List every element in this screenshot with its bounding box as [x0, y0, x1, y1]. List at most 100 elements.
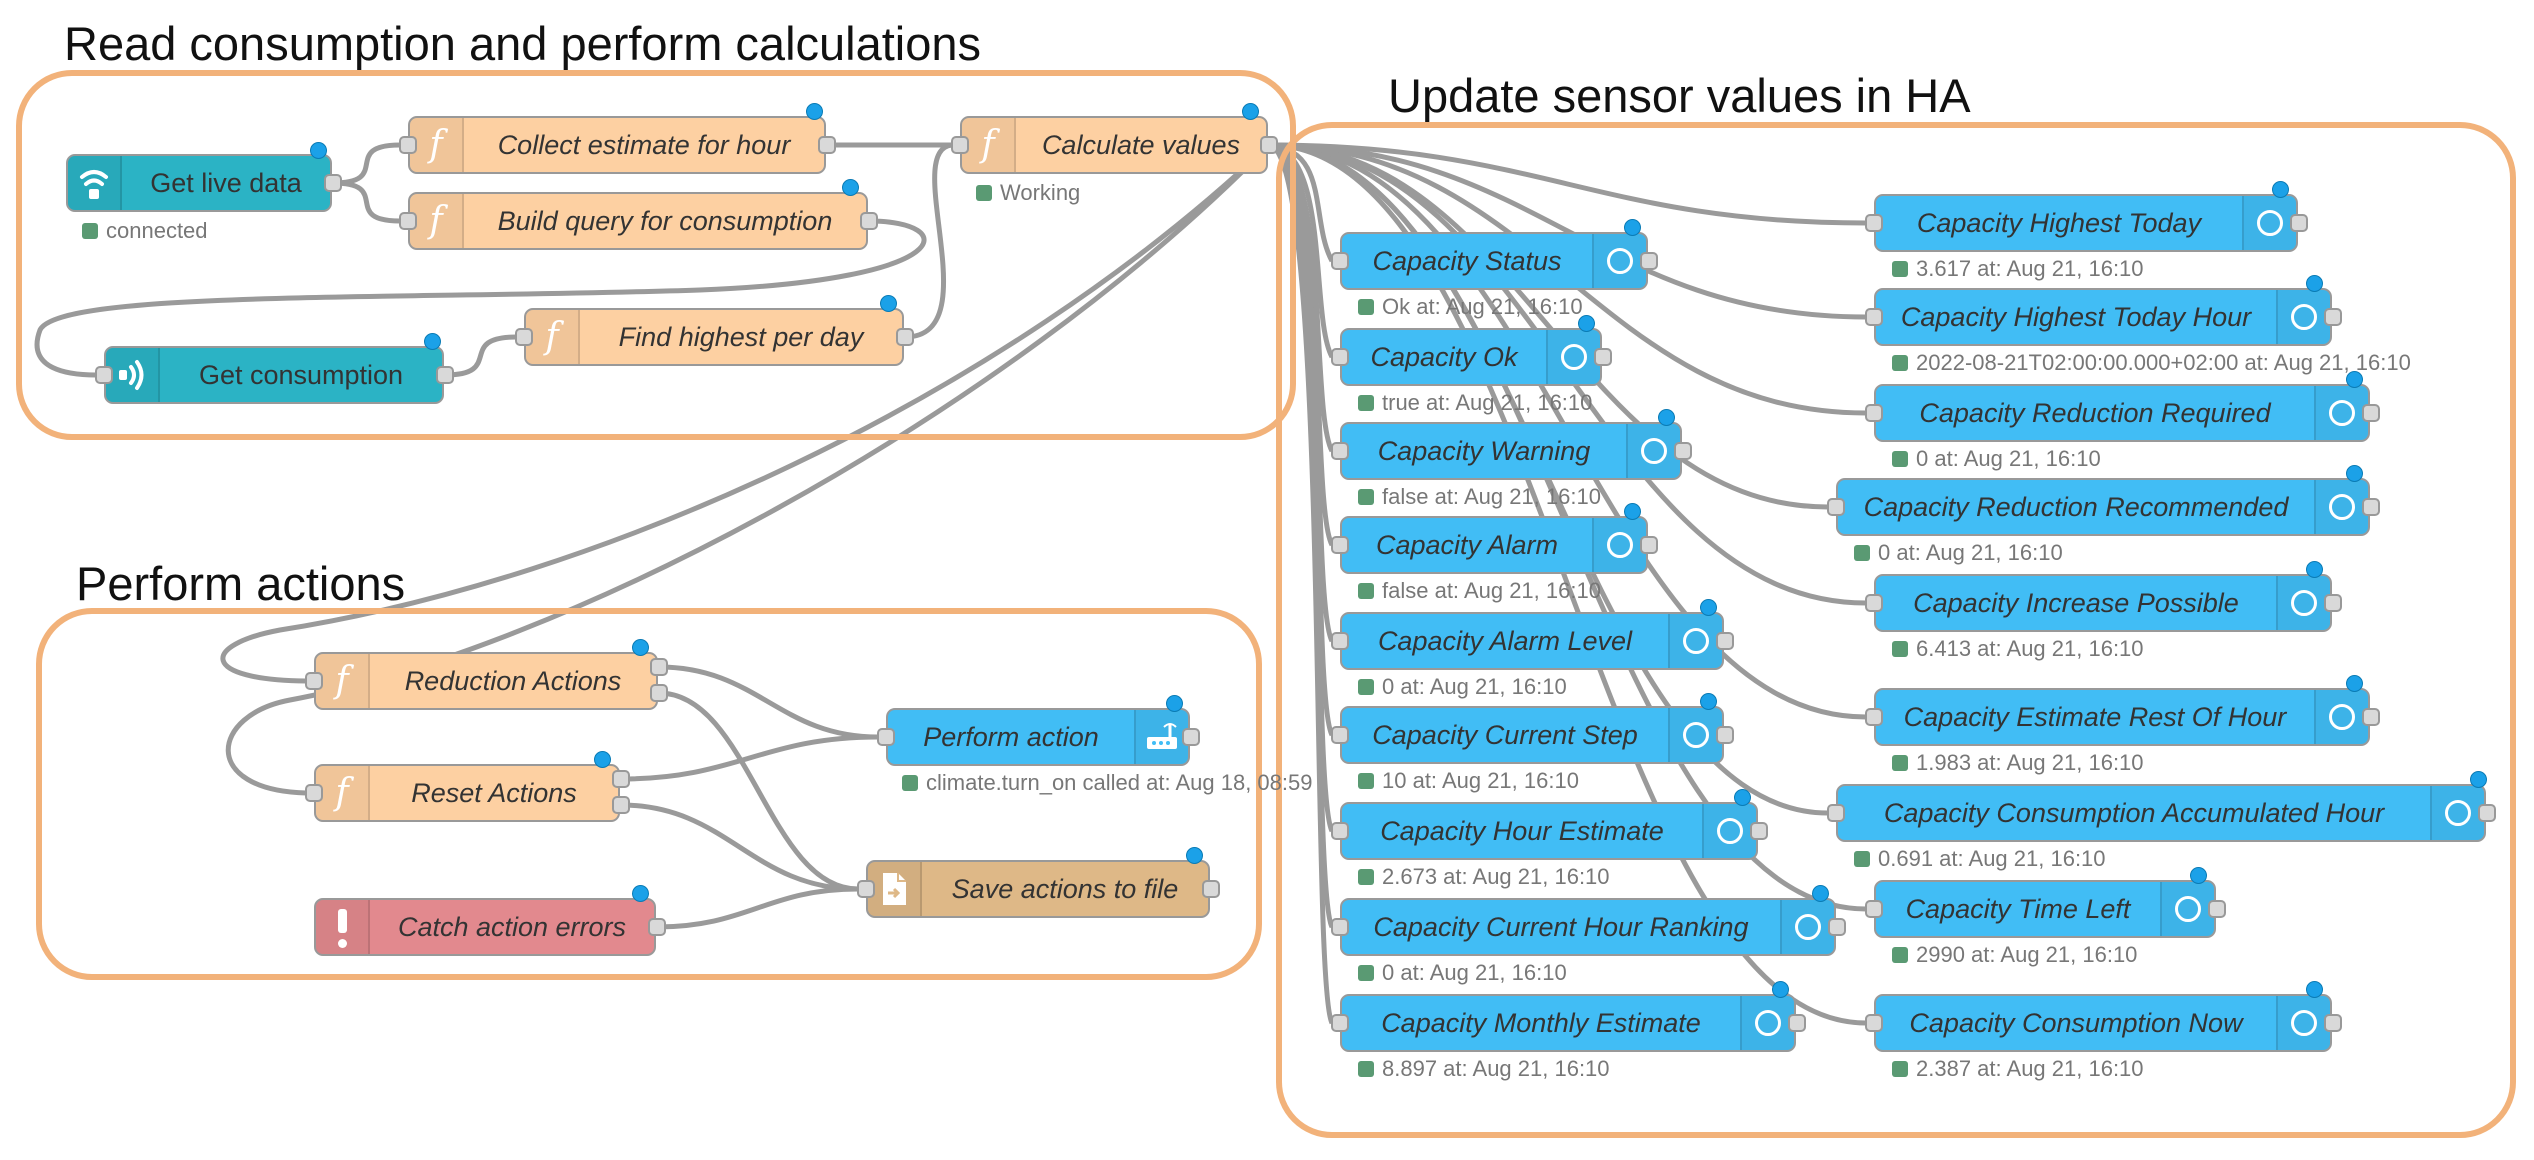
output-port[interactable] [2324, 594, 2342, 612]
output-port[interactable] [1716, 632, 1734, 650]
reduction-actions-node[interactable]: f Reduction Actions [314, 652, 658, 710]
output-port[interactable] [2362, 708, 2380, 726]
wire-live-collect [332, 142, 401, 186]
capacity-increase-possible-status: 6.413 at: Aug 21, 16:10 [1892, 638, 2144, 660]
output-port[interactable] [1202, 880, 1220, 898]
capacity-monthly-estimate-node[interactable]: Capacity Monthly Estimate [1340, 994, 1796, 1052]
output-port[interactable] [1640, 536, 1658, 554]
capacity-reduction-recommended-node[interactable]: Capacity Reduction Recommended [1836, 478, 2370, 536]
capacity-accumulated-hour-node[interactable]: Capacity Consumption Accumulated Hour [1836, 784, 2486, 842]
capacity-current-step-node[interactable]: Capacity Current Step [1340, 706, 1724, 764]
input-port[interactable] [1331, 536, 1349, 554]
find-highest-node[interactable]: f Find highest per day [524, 308, 904, 366]
output-port[interactable] [2290, 214, 2308, 232]
capacity-alarm-level-node[interactable]: Capacity Alarm Level [1340, 612, 1724, 670]
input-port[interactable] [399, 212, 417, 230]
input-port[interactable] [1865, 404, 1883, 422]
input-port[interactable] [399, 136, 417, 154]
capacity-consumption-now-node[interactable]: Capacity Consumption Now [1874, 994, 2332, 1052]
output-port-2[interactable] [612, 796, 630, 814]
input-port[interactable] [1865, 900, 1883, 918]
capacity-ok-node[interactable]: Capacity Ok [1340, 328, 1602, 386]
catch-errors-node[interactable]: Catch action errors [314, 898, 656, 956]
capacity-hour-ranking-node[interactable]: Capacity Current Hour Ranking [1340, 898, 1836, 956]
output-port[interactable] [648, 918, 666, 936]
input-port[interactable] [1865, 308, 1883, 326]
output-port[interactable] [1716, 726, 1734, 744]
input-port[interactable] [305, 784, 323, 802]
changed-indicator [880, 295, 897, 312]
input-port[interactable] [1331, 442, 1349, 460]
capacity-reduction-required-node[interactable]: Capacity Reduction Required [1874, 384, 2370, 442]
capacity-time-left-node[interactable]: Capacity Time Left [1874, 880, 2216, 938]
input-port[interactable] [305, 672, 323, 690]
capacity-status-node[interactable]: Capacity Status [1340, 232, 1648, 290]
capacity-warning-node[interactable]: Capacity Warning [1340, 422, 1682, 480]
reset-actions-node[interactable]: f Reset Actions [314, 764, 620, 822]
output-port[interactable] [2324, 308, 2342, 326]
input-port[interactable] [1331, 632, 1349, 650]
input-port[interactable] [1331, 252, 1349, 270]
perform-action-node[interactable]: Perform action [886, 708, 1190, 766]
save-actions-node[interactable]: Save actions to file [866, 860, 1210, 918]
node-label: Capacity Consumption Now [1909, 1007, 2243, 1038]
input-port[interactable] [95, 366, 113, 384]
capacity-hour-estimate-node[interactable]: Capacity Hour Estimate [1340, 802, 1758, 860]
output-port[interactable] [1828, 918, 1846, 936]
input-port[interactable] [1331, 918, 1349, 936]
output-port[interactable] [2362, 498, 2380, 516]
input-port[interactable] [1331, 822, 1349, 840]
wire-calc-reduction [220, 143, 1271, 684]
output-port[interactable] [860, 212, 878, 230]
output-port[interactable] [1788, 1014, 1806, 1032]
input-port[interactable] [1331, 726, 1349, 744]
calculate-values-node[interactable]: f Calculate values [960, 116, 1268, 174]
output-port[interactable] [1674, 442, 1692, 460]
output-port-1[interactable] [650, 658, 668, 676]
input-port[interactable] [515, 328, 533, 346]
output-port[interactable] [1640, 252, 1658, 270]
output-port[interactable] [896, 328, 914, 346]
node-label: Collect estimate for hour [497, 129, 791, 160]
capacity-estimate-rest-node[interactable]: Capacity Estimate Rest Of Hour [1874, 688, 2370, 746]
output-port[interactable] [2208, 900, 2226, 918]
ha-entity-icon [2314, 386, 2368, 440]
input-port[interactable] [1865, 594, 1883, 612]
output-port[interactable] [2478, 804, 2496, 822]
group-perform-actions[interactable] [36, 608, 1262, 980]
input-port[interactable] [1827, 804, 1845, 822]
output-port[interactable] [2324, 1014, 2342, 1032]
capacity-highest-today-node[interactable]: Capacity Highest Today [1874, 194, 2298, 252]
input-port[interactable] [1331, 1014, 1349, 1032]
wire-live-build [332, 180, 401, 224]
output-port[interactable] [1750, 822, 1768, 840]
collect-estimate-node[interactable]: f Collect estimate for hour [408, 116, 826, 174]
node-label: Capacity Warning [1377, 435, 1591, 466]
output-port[interactable] [1182, 728, 1200, 746]
input-port[interactable] [951, 136, 969, 154]
group-read-consumption[interactable] [16, 70, 1296, 440]
get-consumption-node[interactable]: Get consumption [104, 346, 444, 404]
output-port-1[interactable] [612, 770, 630, 788]
output-port[interactable] [324, 174, 342, 192]
get-live-data-node[interactable]: Get live data [66, 154, 332, 212]
input-port[interactable] [857, 880, 875, 898]
build-query-node[interactable]: f Build query for consumption [408, 192, 868, 250]
output-port[interactable] [1260, 136, 1278, 154]
input-port[interactable] [1865, 708, 1883, 726]
input-port[interactable] [877, 728, 895, 746]
input-port[interactable] [1827, 498, 1845, 516]
capacity-alarm-node[interactable]: Capacity Alarm [1340, 516, 1648, 574]
output-port-2[interactable] [650, 684, 668, 702]
output-port[interactable] [818, 136, 836, 154]
input-port[interactable] [1865, 214, 1883, 232]
capacity-increase-possible-node[interactable]: Capacity Increase Possible [1874, 574, 2332, 632]
capacity-highest-today-hour-node[interactable]: Capacity Highest Today Hour [1874, 288, 2332, 346]
input-port[interactable] [1331, 348, 1349, 366]
output-port[interactable] [1594, 348, 1612, 366]
node-label: Capacity Highest Today Hour [1900, 301, 2252, 332]
input-port[interactable] [1865, 1014, 1883, 1032]
output-port[interactable] [2362, 404, 2380, 422]
output-port[interactable] [436, 366, 454, 384]
group-update-sensors[interactable] [1276, 122, 2516, 1138]
